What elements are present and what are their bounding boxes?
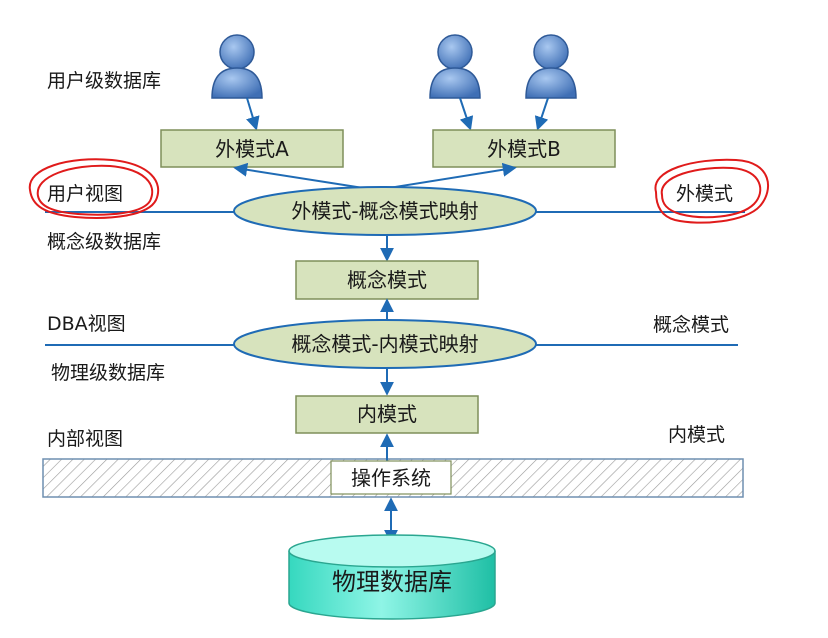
physical-database-label: 物理数据库 [332, 568, 452, 596]
arrow-user-to-external-b [459, 97, 474, 131]
user-level-db-label: 用户级数据库 [47, 70, 161, 92]
red-annotation-circle [654, 158, 769, 224]
external-schema-a-box: 外模式A [160, 129, 344, 168]
user-icon [211, 34, 263, 99]
os-label: 操作系统 [351, 466, 431, 490]
user-view-label: 用户视图 [47, 183, 123, 205]
external-schema-b-box: 外模式B [432, 129, 616, 168]
conceptual-internal-mapping: 概念模式-内模式映射 [233, 319, 537, 369]
external-conceptual-mapping: 外模式-概念模式映射 [233, 186, 537, 236]
conceptual-schema-label: 概念模式 [347, 268, 427, 292]
dba-view-label: DBA视图 [47, 313, 126, 335]
internal-schema-box: 内模式 [295, 395, 479, 434]
right-conceptual-label: 概念模式 [653, 313, 729, 336]
external-schema-a-label: 外模式A [215, 137, 289, 161]
user-icon [525, 34, 577, 99]
os-box: 操作系统 [330, 460, 452, 495]
external-conceptual-mapping-label: 外模式-概念模式映射 [291, 199, 478, 223]
physical-level-db-label: 物理级数据库 [51, 362, 165, 384]
red-annotation-circle [28, 158, 160, 219]
internal-schema-label: 内模式 [357, 402, 417, 426]
conceptual-internal-mapping-label: 概念模式-内模式映射 [291, 332, 478, 356]
external-schema-b-label: 外模式B [487, 137, 561, 161]
right-external-label: 外模式 [676, 183, 733, 205]
right-internal-label: 内模式 [668, 424, 725, 446]
user-icon [429, 34, 481, 99]
internal-view-label: 内部视图 [47, 428, 123, 450]
physical-database-cylinder: 物理数据库 [288, 534, 496, 620]
conceptual-schema-box: 概念模式 [295, 260, 479, 300]
arrow-mapping-to-external-a [233, 162, 377, 191]
concept-level-db-label: 概念级数据库 [47, 230, 161, 253]
arrow-user-to-external-b [534, 97, 549, 131]
arrow-user-to-external-a [246, 97, 260, 131]
